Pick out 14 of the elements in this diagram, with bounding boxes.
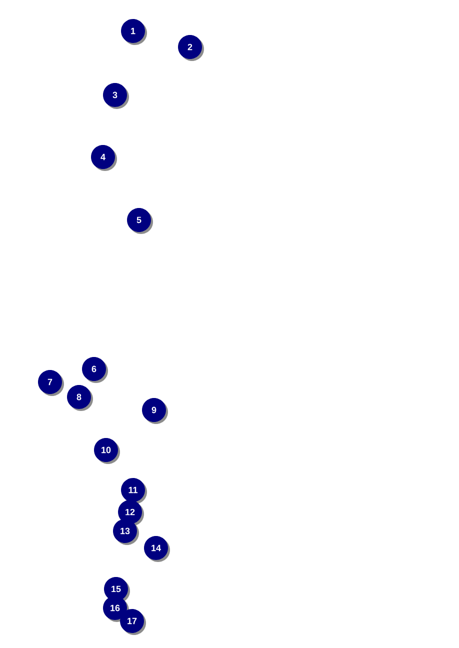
callout-number: 10: [94, 438, 120, 464]
callout-number: 13: [113, 519, 139, 545]
callout-number: 7: [38, 370, 64, 396]
callout-number: 6: [82, 357, 108, 383]
callout-number: 9: [142, 398, 168, 424]
callout-number: 1: [121, 19, 147, 45]
callout-number: 5: [127, 208, 153, 234]
callout-number: 3: [103, 83, 129, 109]
callout-number: 14: [144, 536, 170, 562]
callout-number: 8: [67, 385, 93, 411]
callout-number: 17: [120, 609, 146, 635]
callout-number: 4: [91, 145, 117, 171]
callout-number: 2: [178, 35, 204, 61]
callout-number: 11: [121, 478, 147, 504]
